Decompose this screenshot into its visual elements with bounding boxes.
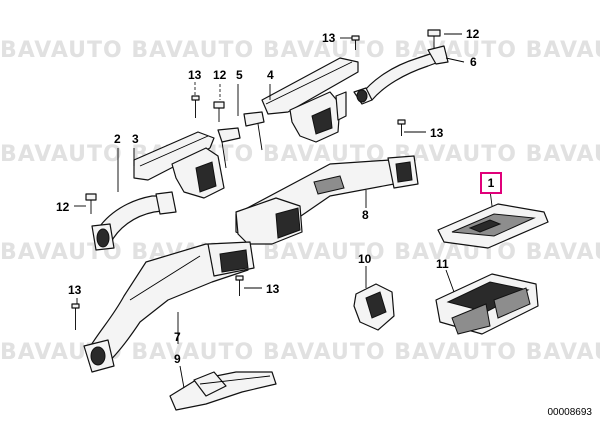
watermark-row: BAVAUTO BAVAUTO BAVAUTO BAVAUTO BAVAUTO <box>0 38 600 63</box>
screw-icon <box>351 35 360 50</box>
leader-lines <box>74 33 493 389</box>
callout-12: 12 <box>56 200 70 214</box>
callout-1-highlighted: 1 <box>480 172 502 194</box>
reference-code: 00008693 <box>547 407 593 418</box>
part-11-vent-grille <box>435 273 539 335</box>
callout-2: 2 <box>114 132 121 146</box>
part-4-duct <box>261 57 359 143</box>
screw-icon <box>397 119 406 136</box>
screw-icon <box>71 303 80 330</box>
callout-13: 13 <box>188 68 202 82</box>
watermark-row: BAVAUTO BAVAUTO BAVAUTO BAVAUTO BAVAUTO <box>0 142 600 167</box>
callout-13: 13 <box>266 282 280 296</box>
part-3-bracket <box>133 131 225 199</box>
part-6-duct <box>353 45 449 105</box>
screw-icon <box>235 275 244 296</box>
part-9-duct <box>169 371 277 411</box>
callout-12: 12 <box>213 68 227 82</box>
part-7-duct <box>83 241 255 373</box>
callout-13: 13 <box>430 126 444 140</box>
callout-9: 9 <box>174 352 181 366</box>
bolt-icon <box>427 29 441 48</box>
part-10-clamp <box>353 283 395 331</box>
bolt-icon <box>85 193 97 214</box>
callout-13: 13 <box>68 283 82 297</box>
callout-3: 3 <box>132 132 139 146</box>
callout-5: 5 <box>236 68 243 82</box>
callout-11: 11 <box>436 257 449 271</box>
callout-6: 6 <box>470 55 477 69</box>
callout-13: 13 <box>322 31 336 45</box>
callout-10: 10 <box>358 252 372 266</box>
callout-8: 8 <box>362 208 369 222</box>
callout-7: 7 <box>174 330 181 344</box>
part-2-duct <box>91 191 177 251</box>
part-5-bracket <box>217 111 265 169</box>
callout-4: 4 <box>267 68 274 82</box>
screw-icon <box>191 95 200 118</box>
callout-12: 12 <box>466 27 480 41</box>
part-1-vent-cover <box>437 203 549 249</box>
bolt-icon <box>213 101 225 122</box>
part-8-duct <box>235 155 419 245</box>
